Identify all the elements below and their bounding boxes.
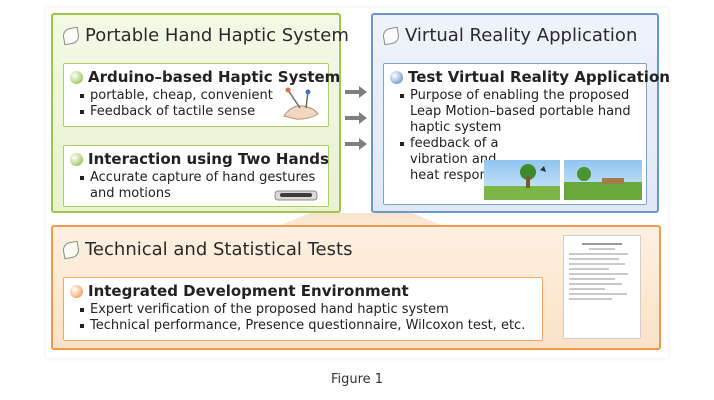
arrow-right-icon <box>345 86 367 98</box>
bullet-dot-icon <box>70 284 83 298</box>
arduino-box-title: Arduino–based Haptic System <box>70 68 340 86</box>
list-item: Expert verification of the proposed hand… <box>80 302 536 318</box>
leaf-icon <box>381 26 401 45</box>
test-vr-box: Test Virtual Reality Application Purpose… <box>383 63 670 205</box>
panel-title-left: Portable Hand Haptic System <box>61 25 349 46</box>
test-vr-box-list: Purpose of enabling the proposed Leap Mo… <box>390 88 640 184</box>
list-item: Accurate capture of hand gestures and mo… <box>80 170 322 202</box>
right-panel-title-text: Virtual Reality Application <box>405 25 638 46</box>
ide-box-list: Expert verification of the proposed hand… <box>70 302 536 334</box>
arrow-right-icon <box>345 112 367 124</box>
connector-shape <box>276 213 446 227</box>
arduino-box-list: portable, cheap, convenient Feedback of … <box>70 88 322 120</box>
ide-box-title-text: Integrated Development Environment <box>88 282 409 300</box>
arduino-box-title-text: Arduino–based Haptic System <box>88 68 341 86</box>
panel-title-bottom: Technical and Statistical Tests <box>61 239 353 260</box>
leaf-icon <box>61 240 81 259</box>
leaf-icon <box>61 26 81 45</box>
figure: Portable Hand Haptic System Arduino–base… <box>46 8 670 358</box>
bullet-dot-icon <box>70 70 83 84</box>
left-panel-title-text: Portable Hand Haptic System <box>85 25 349 46</box>
leap-motion-device-icon <box>274 190 318 201</box>
list-item: portable, cheap, convenient <box>80 88 322 104</box>
portable-hand-haptic-panel: Portable Hand Haptic System Arduino–base… <box>51 13 349 213</box>
two-hands-box: Interaction using Two Hands Accurate cap… <box>63 145 329 207</box>
test-vr-box-title-text: Test Virtual Reality Application <box>408 68 670 86</box>
ide-box-title: Integrated Development Environment <box>70 282 536 300</box>
bullet-dot-icon <box>70 152 83 166</box>
ide-box: Integrated Development Environment Exper… <box>63 277 543 341</box>
list-item: Purpose of enabling the proposed Leap Mo… <box>400 88 638 136</box>
figure-caption: Figure 1 <box>330 372 384 387</box>
vr-scene-image <box>484 160 642 200</box>
arrow-right-icon <box>345 138 367 150</box>
arduino-box: Arduino–based Haptic System portable, ch… <box>63 63 340 127</box>
list-item: Technical performance, Presence question… <box>80 318 536 334</box>
list-item: Feedback of tactile sense <box>80 104 322 120</box>
panel-title-right: Virtual Reality Application <box>381 25 638 46</box>
two-hands-box-title: Interaction using Two Hands <box>70 150 329 168</box>
hand-device-icon <box>283 87 319 120</box>
bullet-dot-icon <box>390 70 403 84</box>
technical-statistical-panel: Technical and Statistical Tests Integrat… <box>51 225 661 350</box>
two-hands-box-title-text: Interaction using Two Hands <box>88 150 329 168</box>
test-vr-box-title: Test Virtual Reality Application <box>390 68 670 86</box>
virtual-reality-panel: Virtual Reality Application Test Virtual… <box>371 13 670 213</box>
questionnaire-document-image <box>563 235 641 339</box>
list-item: feedback of a vibration and heat respons… <box>400 136 638 184</box>
two-hands-box-list: Accurate capture of hand gestures and mo… <box>70 170 322 202</box>
bottom-panel-title-text: Technical and Statistical Tests <box>85 239 353 260</box>
